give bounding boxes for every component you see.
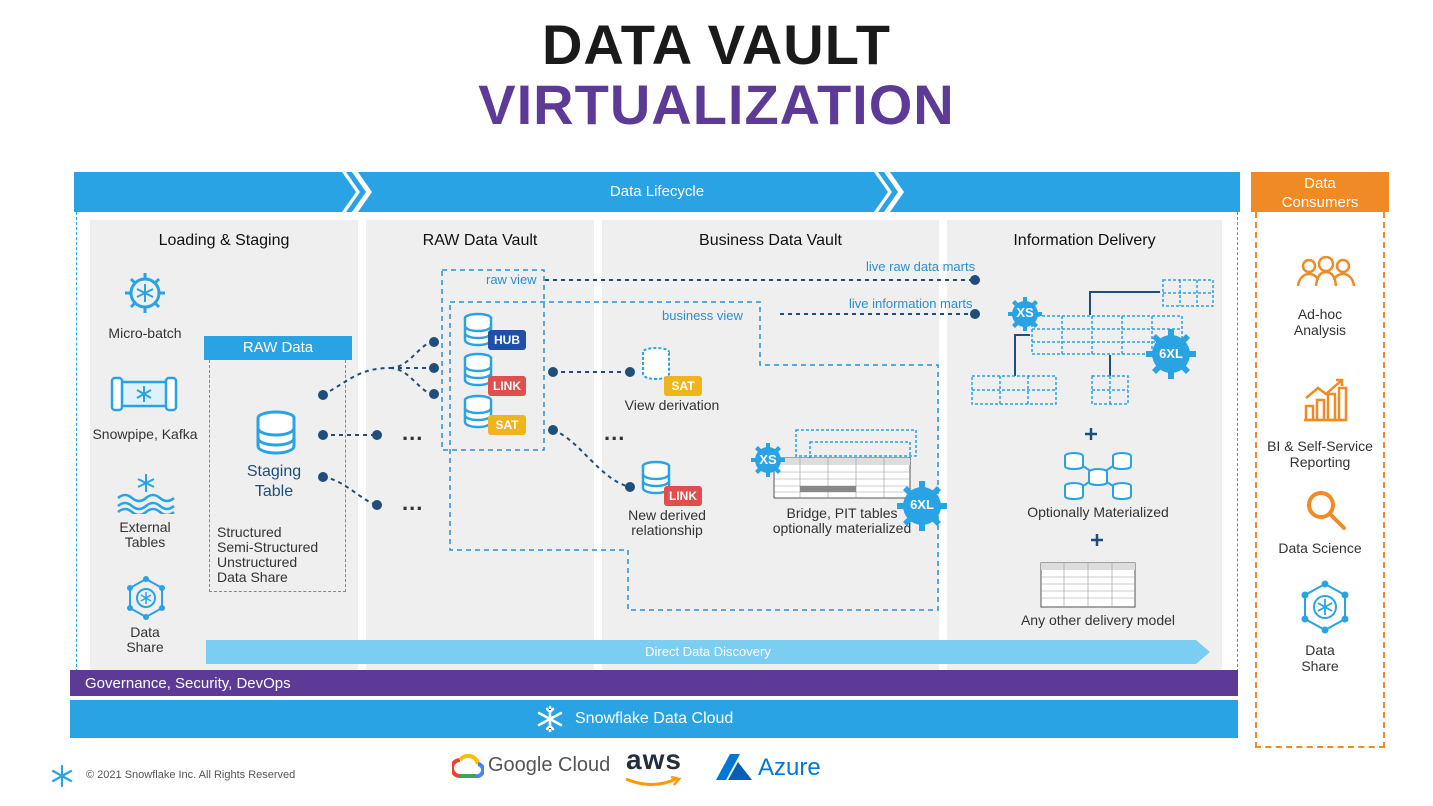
source-label-microbatch: Micro-batch (108, 325, 182, 341)
view-sat-badge: SAT (664, 376, 702, 396)
sixxl-label-delivery: 6XL (1159, 346, 1183, 361)
view-derivation-label: View derivation (624, 397, 720, 413)
live-raw-marts-label: live raw data marts (866, 259, 976, 274)
data-lifecycle-label: Data Lifecycle (609, 183, 705, 200)
business-vault-panel (602, 220, 939, 672)
view-derivation-icon (642, 347, 670, 381)
snowflake-cloud-label: Snowflake Data Cloud (575, 710, 734, 727)
hub-badge: HUB (488, 330, 526, 350)
source-label-snowpipe: Snowpipe, Kafka (92, 426, 198, 442)
raw-vault-ellipsis-1: ... (402, 420, 424, 445)
azure-logo-icon (716, 754, 752, 780)
raw-view-label: raw view (486, 272, 537, 287)
source-label-datashare: Data Share (126, 624, 164, 655)
business-vault-ellipsis: ... (604, 420, 626, 445)
loading-staging-panel (90, 220, 358, 672)
hub-database-icon (463, 312, 493, 347)
consumer-label-adhoc: Ad-hoc Analysis (1293, 306, 1347, 338)
aws-smile-icon (625, 776, 682, 786)
google-cloud-label: Google Cloud (488, 754, 611, 776)
raw-vault-title: RAW Data Vault (422, 232, 538, 249)
bar-chart-icon (1304, 378, 1348, 422)
data-share-icon (127, 576, 165, 620)
raw-data-types: Structured Semi-Structured Unstructured … (217, 524, 319, 585)
xs-gear-icon-delivery (1008, 297, 1042, 331)
direct-data-discovery-label: Direct Data Discovery (645, 644, 771, 659)
staging-table-label: Staging Table (246, 463, 302, 500)
link-badge: LINK (488, 376, 526, 396)
people-icon (1296, 256, 1356, 287)
staging-database-icon (256, 410, 296, 455)
raw-data-box (209, 360, 346, 592)
footer-copyright: © 2021 Snowflake Inc. All Rights Reserve… (86, 769, 296, 781)
snowflake-logo-icon (537, 705, 563, 733)
waves-icon (117, 474, 175, 514)
sat-database-icon (463, 394, 493, 429)
business-vault-title: Business Data Vault (699, 232, 842, 249)
bridge-tables-icon (773, 429, 917, 499)
google-cloud-logo-icon (452, 754, 484, 779)
materialized-network-icon (1064, 452, 1132, 501)
aws-label: aws (626, 744, 682, 775)
xs-label-delivery: XS (1016, 305, 1034, 320)
info-delivery-title: Information Delivery (1013, 232, 1156, 249)
xs-label-business: XS (759, 452, 777, 467)
governance-bar (70, 670, 1238, 696)
sixxl-gear-icon-delivery (1146, 329, 1196, 379)
optionally-materialized-label: Optionally Materialized (1027, 504, 1169, 520)
pipe-icon (110, 376, 178, 412)
delivery-model-table-icon (1040, 562, 1136, 608)
sat-badge: SAT (488, 415, 526, 435)
consumer-label-datascience: Data Science (1278, 540, 1362, 556)
footer-snowflake-icon (51, 764, 73, 788)
consumer-label-datashare: Data Share (1301, 642, 1339, 674)
business-view-label: business view (662, 308, 743, 323)
live-info-marts-label: live information marts (849, 296, 973, 311)
delivery-tables-diagram (971, 279, 1214, 405)
consumer-data-share-icon (1301, 580, 1349, 634)
direct-data-discovery-bar (206, 640, 1210, 664)
gear-snowflake-icon (125, 273, 165, 313)
loading-staging-title: Loading & Staging (158, 232, 290, 249)
raw-vault-ellipsis-2: ... (402, 490, 424, 515)
raw-vault-panel (366, 220, 594, 672)
magnifier-icon (1307, 491, 1346, 530)
page-title: DATA VAULT (541, 13, 892, 76)
any-other-model-label: Any other delivery model (1020, 612, 1176, 628)
derived-link-badge: LINK (664, 486, 702, 506)
sixxl-label-business: 6XL (910, 497, 934, 512)
azure-label: Azure (758, 754, 821, 781)
raw-data-header: RAW Data (204, 336, 352, 360)
snowflake-cloud-bar (70, 700, 1238, 738)
new-derived-label: New derived relationship (628, 507, 706, 538)
bridge-pit-label: Bridge, PIT tables optionally materializ… (772, 505, 912, 536)
data-lifecycle-bar (74, 172, 1240, 212)
data-consumers-box (1255, 212, 1385, 748)
xs-gear-icon-business (751, 443, 785, 477)
source-label-external: External Tables (119, 519, 171, 550)
page-subtitle: VIRTUALIZATION (478, 73, 955, 136)
data-consumers-header: Data Consumers (1251, 172, 1389, 212)
consumer-label-bi: BI & Self-Service Reporting (1267, 438, 1373, 470)
sixxl-gear-icon-business (897, 481, 947, 531)
governance-label: Governance, Security, DevOps (85, 675, 291, 692)
